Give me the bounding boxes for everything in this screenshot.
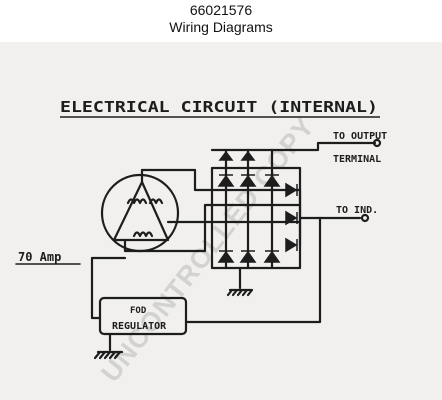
diode-top-2: [239, 174, 257, 187]
stator-coils: [126, 198, 164, 238]
diode-field-1: [285, 182, 298, 198]
diode-bottom-2: [239, 250, 257, 263]
regulator-ground: [93, 350, 124, 360]
diagram-title: ELECTRICAL CIRCUIT (INTERNAL): [60, 98, 378, 116]
header: 66021576 Wiring Diagrams: [0, 2, 442, 36]
regulator-label: REGULATOR: [112, 321, 167, 332]
part-number: 66021576: [189, 2, 253, 18]
phase-lead-a: [140, 168, 302, 192]
diode-pos-2: [240, 150, 256, 161]
page-subtitle: Wiring Diagrams: [169, 19, 273, 35]
phase-lead-c: [123, 203, 302, 253]
regulator-box: [98, 296, 188, 336]
stator-winding: [112, 180, 170, 242]
regulator-feed: [184, 216, 322, 324]
ind-label: TO IND.: [336, 205, 378, 216]
field-lead: [90, 256, 127, 320]
ground-symbol: [226, 288, 254, 297]
positive-bus: [210, 141, 332, 152]
regulator-box-label: FOD: [130, 306, 147, 316]
output-label-line2: TERMINAL: [333, 154, 381, 165]
diode-top-3: [263, 174, 281, 187]
output-label-line1: TO OUTPUT: [333, 131, 387, 142]
diode-bottom-3: [263, 250, 281, 263]
rating-label: 70 Amp: [18, 250, 61, 264]
indicator-bus: [298, 188, 362, 247]
diode-field-3: [285, 237, 298, 253]
output-terminal: [372, 138, 382, 148]
diode-top-1: [217, 174, 235, 187]
diode-pos-1: [218, 150, 234, 161]
diode-field-2: [285, 210, 298, 226]
diode-bottom-1: [217, 250, 235, 263]
ind-terminal: [360, 213, 370, 223]
